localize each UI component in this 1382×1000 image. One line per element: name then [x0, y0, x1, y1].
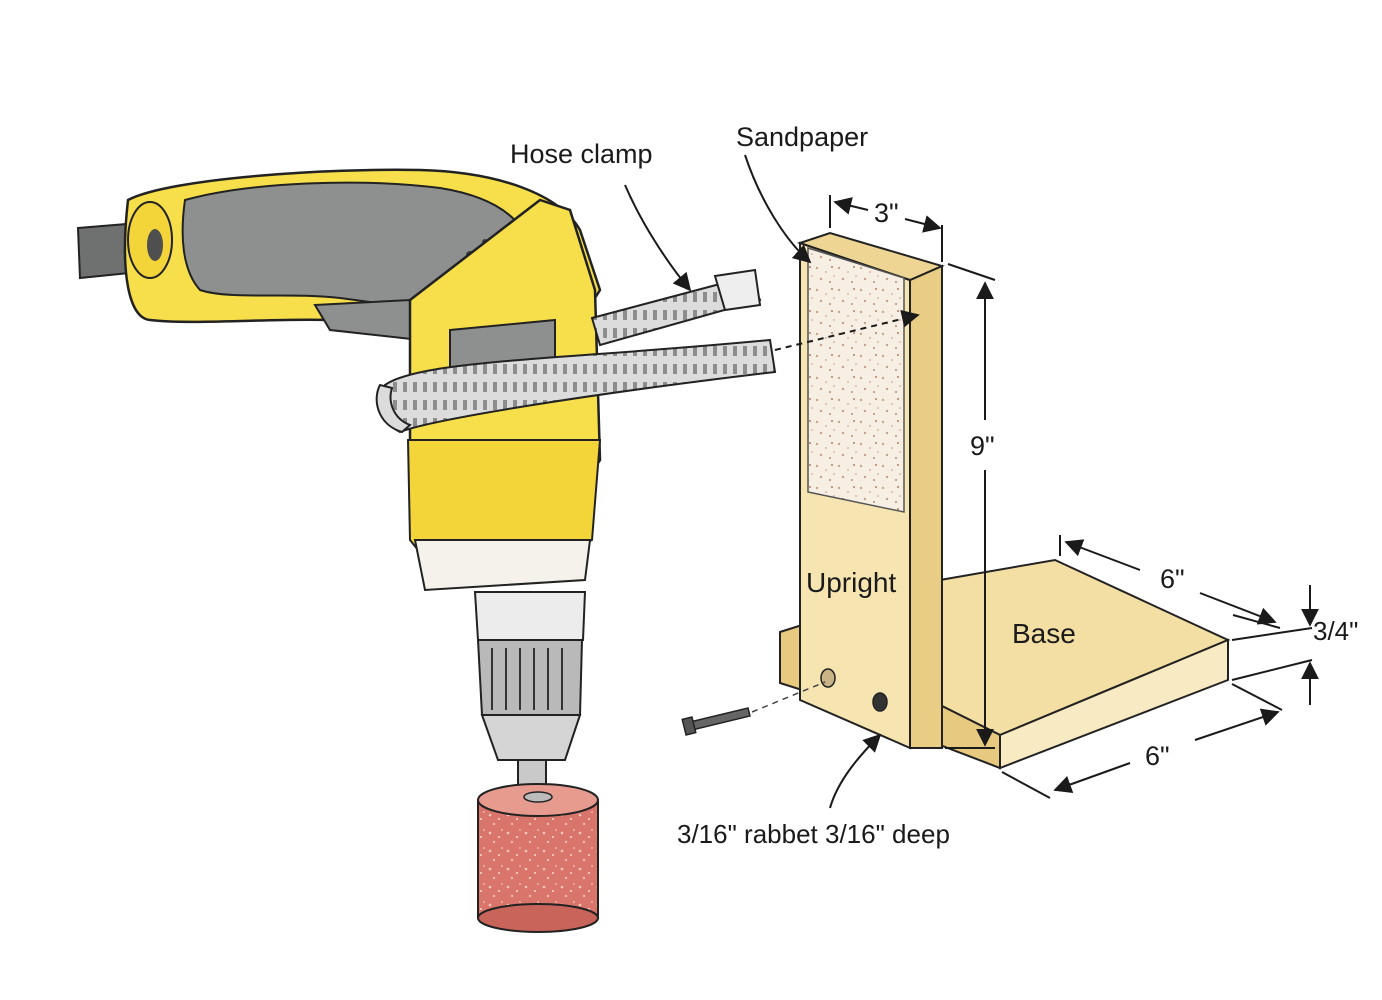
upright-side	[909, 264, 943, 749]
upright-label: Upright	[806, 567, 896, 598]
trigger	[313, 298, 422, 342]
sandpaper-leader	[744, 154, 812, 264]
rabbet-note: 3/16" rabbet 3/16" deep	[677, 819, 950, 849]
sandpaper	[807, 246, 905, 513]
leaders	[624, 154, 1319, 809]
hose-clamps	[375, 268, 777, 434]
screw-hole-1	[820, 668, 836, 688]
chuck	[476, 639, 584, 716]
hose-clamp-label: Hose clamp	[510, 139, 653, 169]
base-label: Base	[1012, 618, 1076, 649]
thickness-label: 3/4"	[1313, 616, 1358, 646]
height-dimension-label: 9"	[970, 431, 995, 461]
hose-clamp-leader	[624, 184, 692, 292]
sanding-jig	[681, 231, 1231, 770]
screw-hole-2	[872, 692, 888, 712]
rabbet-leader	[829, 733, 882, 809]
sandpaper-label: Sandpaper	[736, 122, 868, 152]
sanding-drum	[477, 783, 599, 933]
base-depth-label: 6"	[1160, 564, 1185, 594]
screw	[681, 681, 826, 736]
width-dimension-label: 3"	[874, 198, 899, 228]
sandpaper-pointer	[774, 314, 919, 351]
chuck-collar	[473, 591, 587, 641]
base-width-label: 6"	[1145, 741, 1170, 771]
drill	[76, 168, 602, 933]
